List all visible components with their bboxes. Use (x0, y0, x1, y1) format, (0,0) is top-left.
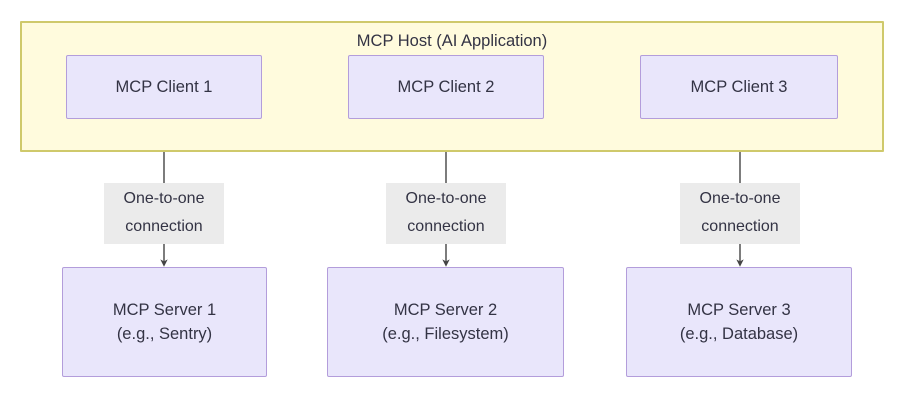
edge-label-2: One-to-one connection (386, 183, 506, 244)
edge-label-1-line2: connection (125, 218, 203, 235)
mcp-server-2-label: MCP Server 2 (393, 301, 498, 319)
mcp-client-3-label: MCP Client 3 (690, 78, 788, 96)
mcp-client-1-box[interactable]: MCP Client 1 (66, 55, 262, 119)
edge-label-3-line2: connection (701, 218, 779, 235)
mcp-host-title: MCP Host (AI Application) (356, 32, 548, 50)
mcp-server-3-box[interactable]: MCP Server 3 (e.g., Database) (626, 267, 852, 377)
mcp-server-1-detail: (e.g., Sentry) (116, 325, 213, 343)
mcp-server-1-label: MCP Server 1 (112, 301, 217, 319)
mcp-server-3-label: MCP Server 3 (687, 301, 791, 319)
mcp-server-2-box[interactable]: MCP Server 2 (e.g., Filesystem) (327, 267, 564, 377)
edge-label-2-line2: connection (407, 218, 485, 235)
edge-label-3-line1: One-to-one (699, 190, 781, 207)
mcp-client-1-label: MCP Client 1 (115, 78, 213, 96)
edge-label-3: One-to-one connection (680, 183, 800, 244)
mcp-server-2-detail: (e.g., Filesystem) (382, 325, 509, 343)
mcp-client-2-box[interactable]: MCP Client 2 (348, 55, 544, 119)
mcp-server-3-detail: (e.g., Database) (679, 325, 799, 343)
mcp-client-3-box[interactable]: MCP Client 3 (640, 55, 838, 119)
edge-label-1-line1: One-to-one (123, 190, 205, 207)
edge-label-1: One-to-one connection (104, 183, 224, 244)
mcp-server-1-box[interactable]: MCP Server 1 (e.g., Sentry) (62, 267, 267, 377)
mcp-client-2-label: MCP Client 2 (397, 78, 495, 96)
edge-label-2-line1: One-to-one (405, 190, 487, 207)
